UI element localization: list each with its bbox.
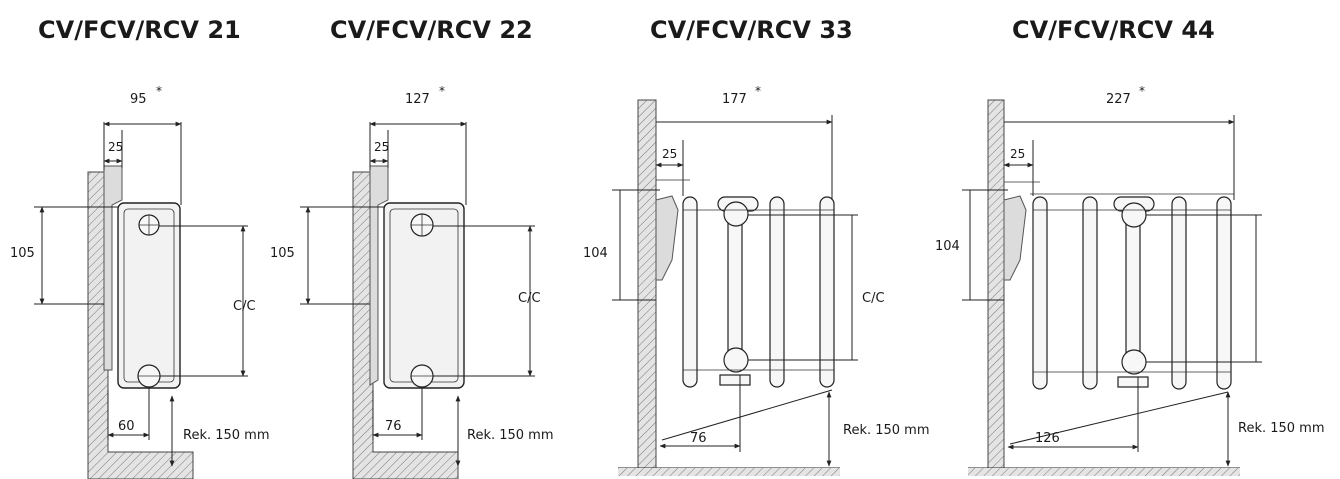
width-dim-22: 127 [405,92,430,107]
height-dim-44: 104 [935,239,960,254]
cc-dim-21: C/C [233,299,256,314]
radiator-tubes-44 [1030,193,1234,390]
diagram-33: CV/FCV/RCV 33 177 * 25 [583,16,930,476]
radiator-tubes-33 [682,196,835,388]
diagram-22: CV/FCV/RCV 22 127 * 25 105 C/C 76 Rek. 1… [270,16,554,479]
diagram-21: CV/FCV/RCV 21 95 * 25 105 C/C [10,16,270,479]
height-dim-33: 104 [583,246,608,261]
asterisk-33: * [755,84,761,98]
radiator-panel-22 [383,202,465,389]
offset-dim-22: 25 [374,140,389,154]
width-dim-33: 177 [722,92,747,107]
bottom-dim-44: 126 [1035,431,1060,446]
width-dim-44: 227 [1106,92,1131,107]
diagram-21-title: CV/FCV/RCV 21 [38,16,241,44]
width-dim-21: 95 [130,92,147,107]
bottom-dim-33: 76 [690,431,707,446]
clearance-dim-22: Rek. 150 mm [467,428,554,443]
asterisk-22: * [439,84,445,98]
offset-dim-21: 25 [108,140,123,154]
diagram-33-title: CV/FCV/RCV 33 [650,16,853,44]
clearance-dim-44: Rek. 150 mm [1238,421,1325,436]
asterisk-21: * [156,84,162,98]
cc-dim-22: C/C [518,291,541,306]
bottom-dim-22: 76 [385,419,402,434]
asterisk-44: * [1139,84,1145,98]
offset-dim-44: 25 [1010,147,1025,161]
height-dim-21: 105 [10,246,35,261]
wall-44 [987,99,1005,469]
height-dim-22: 105 [270,246,295,261]
diagram-22-title: CV/FCV/RCV 22 [330,16,533,44]
clearance-dim-33: Rek. 150 mm [843,423,930,438]
bracket-33 [655,195,679,281]
diagram-44: CV/FCV/RCV 44 227 * 25 [935,16,1325,476]
cc-dim-33: C/C [862,291,885,306]
clearance-dim-21: Rek. 150 mm [183,428,270,443]
wall-33 [637,99,657,469]
offset-dim-33: 25 [662,147,677,161]
bracket-44 [1003,195,1027,281]
diagram-44-title: CV/FCV/RCV 44 [1012,16,1215,44]
bottom-dim-21: 60 [118,419,135,434]
